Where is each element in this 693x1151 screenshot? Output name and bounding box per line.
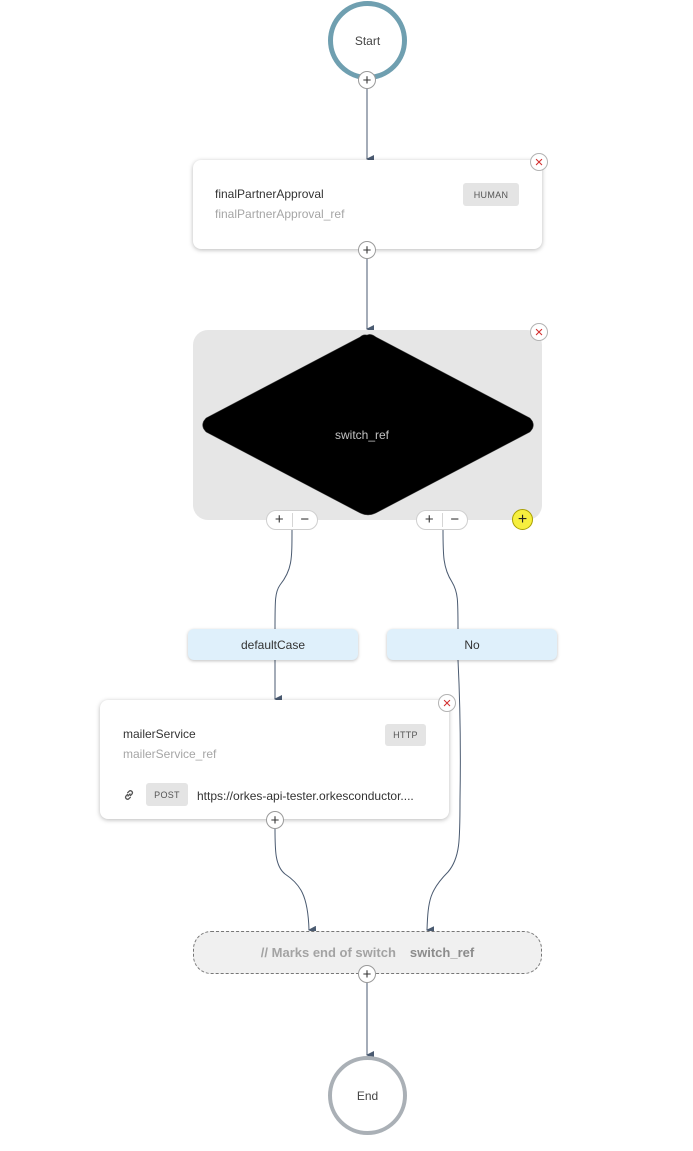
delete-http-task-button[interactable]: × bbox=[438, 694, 456, 712]
delete-human-task-button[interactable]: × bbox=[530, 153, 548, 171]
close-icon: × bbox=[534, 153, 544, 171]
task-name: finalPartnerApproval bbox=[215, 187, 324, 201]
add-case-button[interactable]: + bbox=[512, 509, 533, 530]
human-task-card[interactable]: finalPartnerApproval finalPartnerApprova… bbox=[193, 160, 542, 249]
plus-icon: + bbox=[362, 965, 372, 983]
no-case-add-remove-control[interactable]: +− bbox=[416, 510, 468, 530]
edge-switch-to-default bbox=[274, 528, 293, 630]
plus-icon[interactable]: + bbox=[424, 511, 434, 528]
task-name: mailerService bbox=[123, 727, 196, 741]
plus-icon: + bbox=[517, 510, 528, 528]
close-icon: × bbox=[442, 694, 452, 712]
minus-icon[interactable]: − bbox=[450, 511, 460, 528]
task-type-badge: HUMAN bbox=[463, 183, 519, 206]
edge-mailer-to-join bbox=[274, 827, 317, 934]
case-label-no[interactable]: No bbox=[387, 629, 557, 660]
join-switch-name: switch_ref bbox=[409, 945, 475, 960]
add-after-http-task-button[interactable]: + bbox=[266, 811, 284, 829]
default-case-add-remove-control[interactable]: +− bbox=[266, 510, 318, 530]
edge-switch-to-no bbox=[442, 528, 459, 630]
start-node[interactable]: Start bbox=[328, 1, 407, 80]
http-task-card[interactable]: mailerService mailerService_ref HTTP POS… bbox=[100, 700, 449, 819]
task-ref: finalPartnerApproval_ref bbox=[215, 207, 345, 221]
case-label-default[interactable]: defaultCase bbox=[188, 629, 358, 660]
close-icon: × bbox=[534, 323, 544, 341]
task-type-badge: HTTP bbox=[385, 724, 426, 746]
plus-icon[interactable]: + bbox=[274, 511, 284, 528]
switch-label: switch_ref bbox=[334, 428, 390, 442]
delete-switch-button[interactable]: × bbox=[530, 323, 548, 341]
plus-icon: + bbox=[270, 811, 280, 829]
plus-icon: + bbox=[362, 71, 372, 89]
task-ref: mailerService_ref bbox=[123, 747, 217, 761]
add-after-start-button[interactable]: + bbox=[358, 71, 376, 89]
end-label: End bbox=[356, 1088, 379, 1103]
minus-icon[interactable]: − bbox=[300, 511, 310, 528]
join-comment: // Marks end of switch bbox=[260, 945, 396, 960]
http-method-badge: POST bbox=[146, 783, 188, 806]
link-icon bbox=[124, 790, 134, 800]
end-node[interactable]: End bbox=[328, 1056, 407, 1135]
switch-diamond bbox=[202, 334, 534, 516]
plus-icon: + bbox=[362, 241, 372, 259]
start-label: Start bbox=[354, 33, 381, 48]
http-url: https://orkes-api-tester.orkesconductor.… bbox=[197, 789, 414, 803]
add-after-join-button[interactable]: + bbox=[358, 965, 376, 983]
edge-no-to-join bbox=[426, 659, 461, 935]
add-after-human-task-button[interactable]: + bbox=[358, 241, 376, 259]
